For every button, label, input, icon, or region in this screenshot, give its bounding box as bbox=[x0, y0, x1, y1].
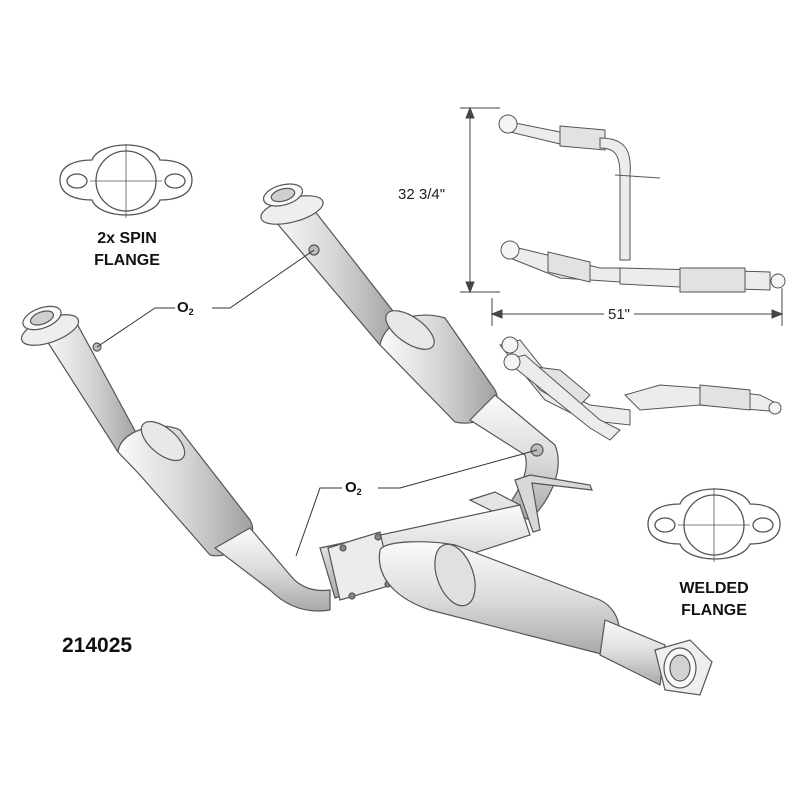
o2-sensor-label-right: O2 bbox=[345, 479, 362, 497]
o2-sensor-subscript: 2 bbox=[356, 487, 362, 497]
iso-view-inset bbox=[499, 336, 782, 441]
o2-sensor-text: O bbox=[345, 479, 357, 496]
left-inlet-flange bbox=[20, 305, 80, 346]
dimension-lines bbox=[460, 106, 784, 326]
welded-flange-label-line2: FLANGE bbox=[681, 602, 747, 619]
part-number: 214025 bbox=[62, 634, 133, 657]
o2-sensor-text: O bbox=[177, 299, 189, 316]
width-dimension-label: 51" bbox=[604, 306, 635, 323]
outlet-flange bbox=[654, 639, 713, 696]
o2-sensor-subscript: 2 bbox=[188, 307, 194, 317]
welded-flange-icon bbox=[647, 488, 781, 562]
spin-flange-icon bbox=[59, 144, 193, 218]
top-view-inset bbox=[498, 114, 786, 293]
height-dimension-label: 32 3/4" bbox=[398, 186, 446, 203]
welded-flange-label: WELDED FLANGE bbox=[662, 578, 766, 622]
spin-flange-label-line2: FLANGE bbox=[94, 252, 160, 269]
o2-sensor-label-left: O2 bbox=[177, 299, 194, 317]
right-inlet-flange bbox=[260, 183, 324, 225]
o2-leader-lines bbox=[96, 249, 538, 557]
converter-assembly bbox=[20, 183, 713, 696]
spin-flange-label: 2x SPIN FLANGE bbox=[82, 228, 172, 272]
spin-flange-label-line1: 2x SPIN bbox=[97, 230, 157, 247]
welded-flange-label-line1: WELDED bbox=[679, 580, 749, 597]
